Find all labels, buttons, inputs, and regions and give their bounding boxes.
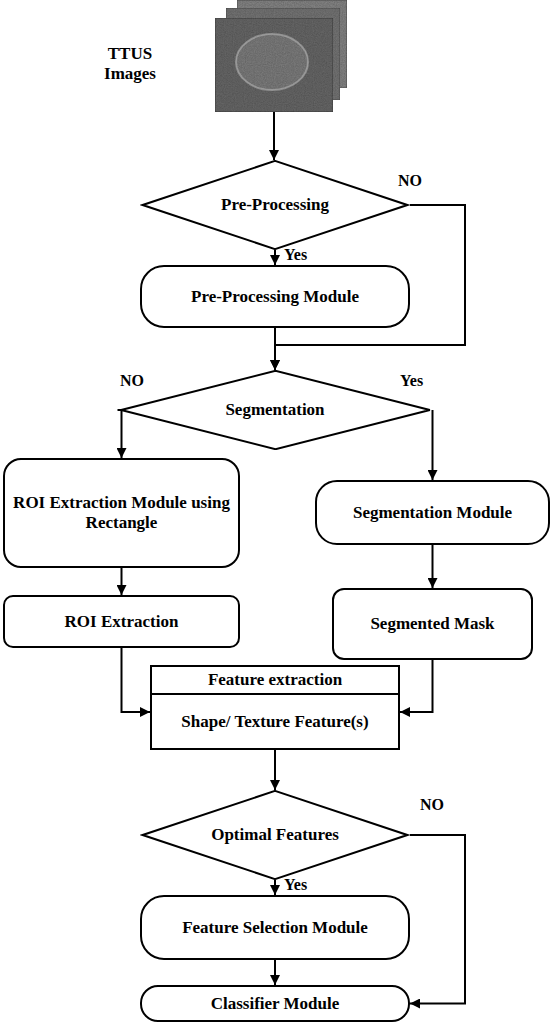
- node-label: ROI Extraction Module using Rectangle: [5, 493, 238, 532]
- flow-arrow: [121, 568, 123, 595]
- node-label: Segmentation: [219, 400, 330, 420]
- branch-label: Yes: [400, 372, 423, 390]
- decision-diamond: Optimal Features: [140, 790, 410, 880]
- flow-arrow: [432, 410, 434, 480]
- image-stack: TTUS Images: [215, 18, 333, 112]
- process-box: Classifier Module: [140, 985, 410, 1022]
- flow-arrow: [274, 328, 276, 370]
- flow-arrow: [274, 960, 276, 985]
- process-box: Pre-Processing Module: [140, 265, 410, 328]
- process-box: Segmentation Module: [315, 480, 550, 545]
- flow-arrow: [274, 250, 276, 265]
- node-label: ROI Extraction: [59, 612, 185, 632]
- branch-label: NO: [420, 796, 444, 814]
- flow-arrow: [400, 660, 433, 712]
- box-heading: Feature extraction: [152, 667, 398, 695]
- branch-label: NO: [398, 172, 422, 190]
- node-label: Pre-Processing: [215, 195, 335, 215]
- node-label: TTUS Images: [90, 44, 170, 83]
- flow-arrow: [274, 880, 276, 895]
- flow-arrow: [274, 750, 276, 790]
- box-body: Shape/ Texture Feature(s): [175, 695, 374, 748]
- branch-label: NO: [120, 372, 144, 390]
- branch-label: Yes: [284, 246, 307, 264]
- feature-box: Feature extractionShape/ Texture Feature…: [150, 665, 400, 750]
- process-box: Segmented Mask: [332, 588, 533, 660]
- process-box: Feature Selection Module: [140, 895, 410, 960]
- flow-arrow: [432, 545, 434, 588]
- node-label: Segmentation Module: [347, 503, 518, 523]
- flow-arrow: [410, 835, 465, 1004]
- process-box: ROI Extraction: [3, 595, 240, 648]
- node-label: Pre-Processing Module: [185, 287, 365, 307]
- process-box: ROI Extraction Module using Rectangle: [3, 458, 240, 568]
- decision-diamond: Pre-Processing: [140, 160, 410, 250]
- node-label: Classifier Module: [205, 994, 346, 1014]
- flow-arrow: [273, 112, 275, 160]
- node-label: Feature Selection Module: [176, 918, 374, 938]
- branch-label: Yes: [284, 876, 307, 894]
- decision-diamond: Segmentation: [118, 370, 433, 450]
- flow-arrow: [122, 648, 151, 712]
- node-label: Optimal Features: [205, 825, 345, 845]
- flow-arrow: [118, 410, 122, 458]
- node-label: Segmented Mask: [364, 614, 500, 634]
